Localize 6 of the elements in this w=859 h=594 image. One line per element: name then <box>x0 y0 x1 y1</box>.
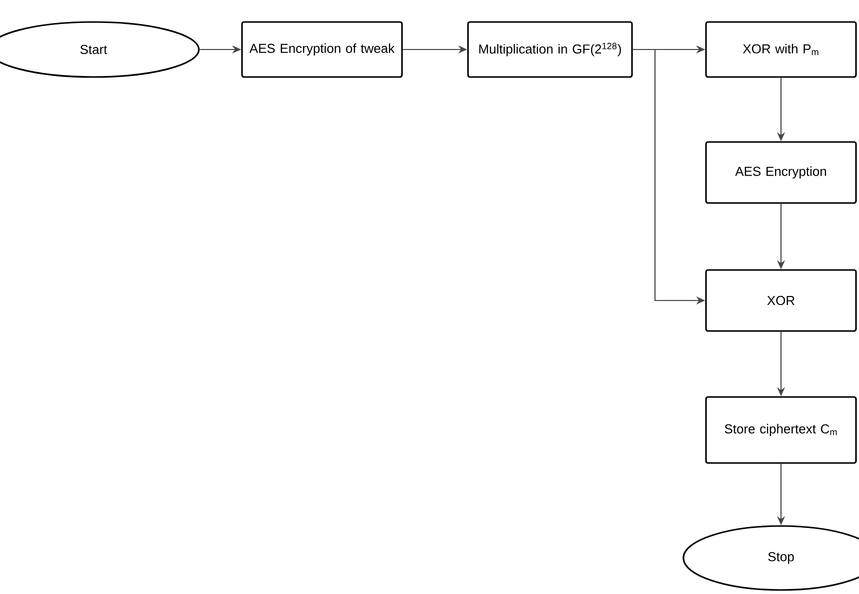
process-box: AES Encryption <box>705 141 857 204</box>
process-box: XOR with P$_{m}$ <box>705 21 857 78</box>
process-box: Multiplication in GF(2$^{128}$) <box>467 21 633 78</box>
process-box: XOR <box>705 269 857 332</box>
process-box: AES Encryption of tweak <box>241 21 403 78</box>
process-box: Store ciphertext C$_{m}$ <box>705 396 857 464</box>
